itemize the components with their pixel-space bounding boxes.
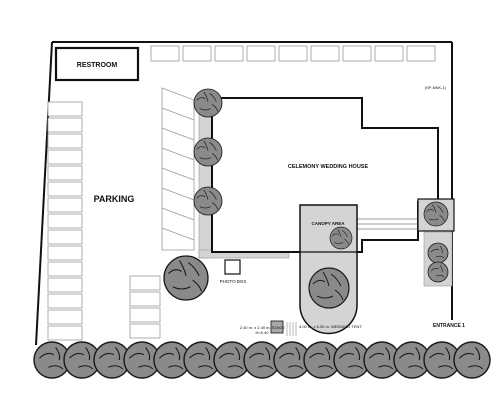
tree-icon <box>329 226 353 250</box>
entrance-label: ENTRANCE 1 <box>433 323 465 329</box>
photo-box-label: PHOTO BOX <box>220 279 247 284</box>
top-parking-row <box>150 45 436 62</box>
shrub-icon <box>427 242 449 264</box>
stage <box>270 320 284 334</box>
house-label: CELEMONY WEDDING HOUSE <box>288 164 369 170</box>
tree-icon <box>193 88 223 118</box>
tree-icon <box>193 137 223 167</box>
photo-box <box>224 259 241 275</box>
stair-connector <box>356 218 418 230</box>
tree-icon <box>423 201 449 227</box>
restroom-label: RESTROOM <box>77 62 118 69</box>
hedge-row <box>33 341 491 379</box>
canopy-label: CANOPY AREA <box>311 221 345 226</box>
shrub-icon <box>427 261 449 283</box>
tree-icon <box>308 267 350 309</box>
tent-label: 4.00 m. x 6.00 m. WEDDING TENT <box>299 324 362 329</box>
tree-icon <box>163 255 209 301</box>
lower-parking-block <box>129 275 161 339</box>
stage-height-label: H=0.40 <box>255 330 269 335</box>
corner-note: (SP-NNK-1) <box>425 85 447 90</box>
walkway-strip <box>198 103 213 259</box>
shrub-icon <box>453 341 491 379</box>
parking-label: PARKING <box>94 194 135 204</box>
left-parking-column <box>47 101 83 341</box>
wedding-tent-steps <box>286 322 297 336</box>
tree-icon <box>193 186 223 216</box>
diagonal-parking <box>161 87 195 251</box>
restroom-building <box>54 46 140 82</box>
stage-label: 2.40 m. x 2.40 m. STAGE <box>240 325 286 330</box>
